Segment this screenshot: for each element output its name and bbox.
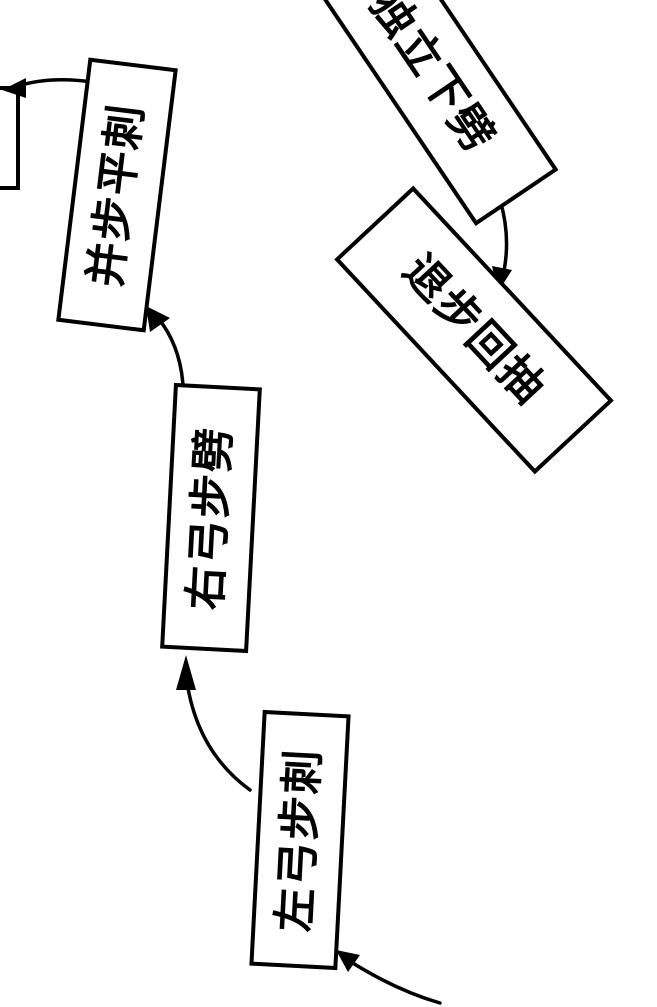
arrowhead-into-left-bow-stab	[336, 950, 360, 972]
node-feet-together-flat-stab: 并步平刺	[56, 57, 178, 333]
connector-right-bow-chop-to-flat-stab	[156, 316, 185, 387]
arrowhead-into-flat-stab	[146, 306, 170, 332]
offscreen-box-fragment	[0, 86, 20, 190]
node-left-bow-stab-label: 左弓步刺	[269, 747, 330, 933]
offscreen-box-fragment-rect	[0, 86, 20, 190]
connector-left-bow-stab-to-right-bow-chop	[184, 673, 252, 792]
connector-incoming-to-left-bow-stab	[346, 958, 442, 1005]
node-right-bow-chop-label: 右弓步劈	[180, 425, 241, 611]
node-left-bow-stab-frame	[249, 709, 351, 971]
node-step-back-frame	[334, 185, 614, 475]
arrowhead-into-right-bow-chop	[176, 655, 196, 690]
node-flat-stab-frame	[56, 57, 178, 333]
node-right-bow-chop: 右弓步劈	[160, 382, 262, 654]
node-right-bow-chop-frame	[160, 382, 262, 654]
node-left-bow-stab: 左弓步刺	[249, 709, 351, 971]
connector-flat-stab-to-offscreen	[16, 78, 94, 88]
arrowhead-into-offscreen-box	[2, 78, 26, 98]
node-step-back-draw: 退步回抽	[334, 185, 614, 475]
node-single-leg-downward-chop: 独立下劈	[305, 0, 559, 226]
node-downward-chop-frame	[305, 0, 559, 226]
